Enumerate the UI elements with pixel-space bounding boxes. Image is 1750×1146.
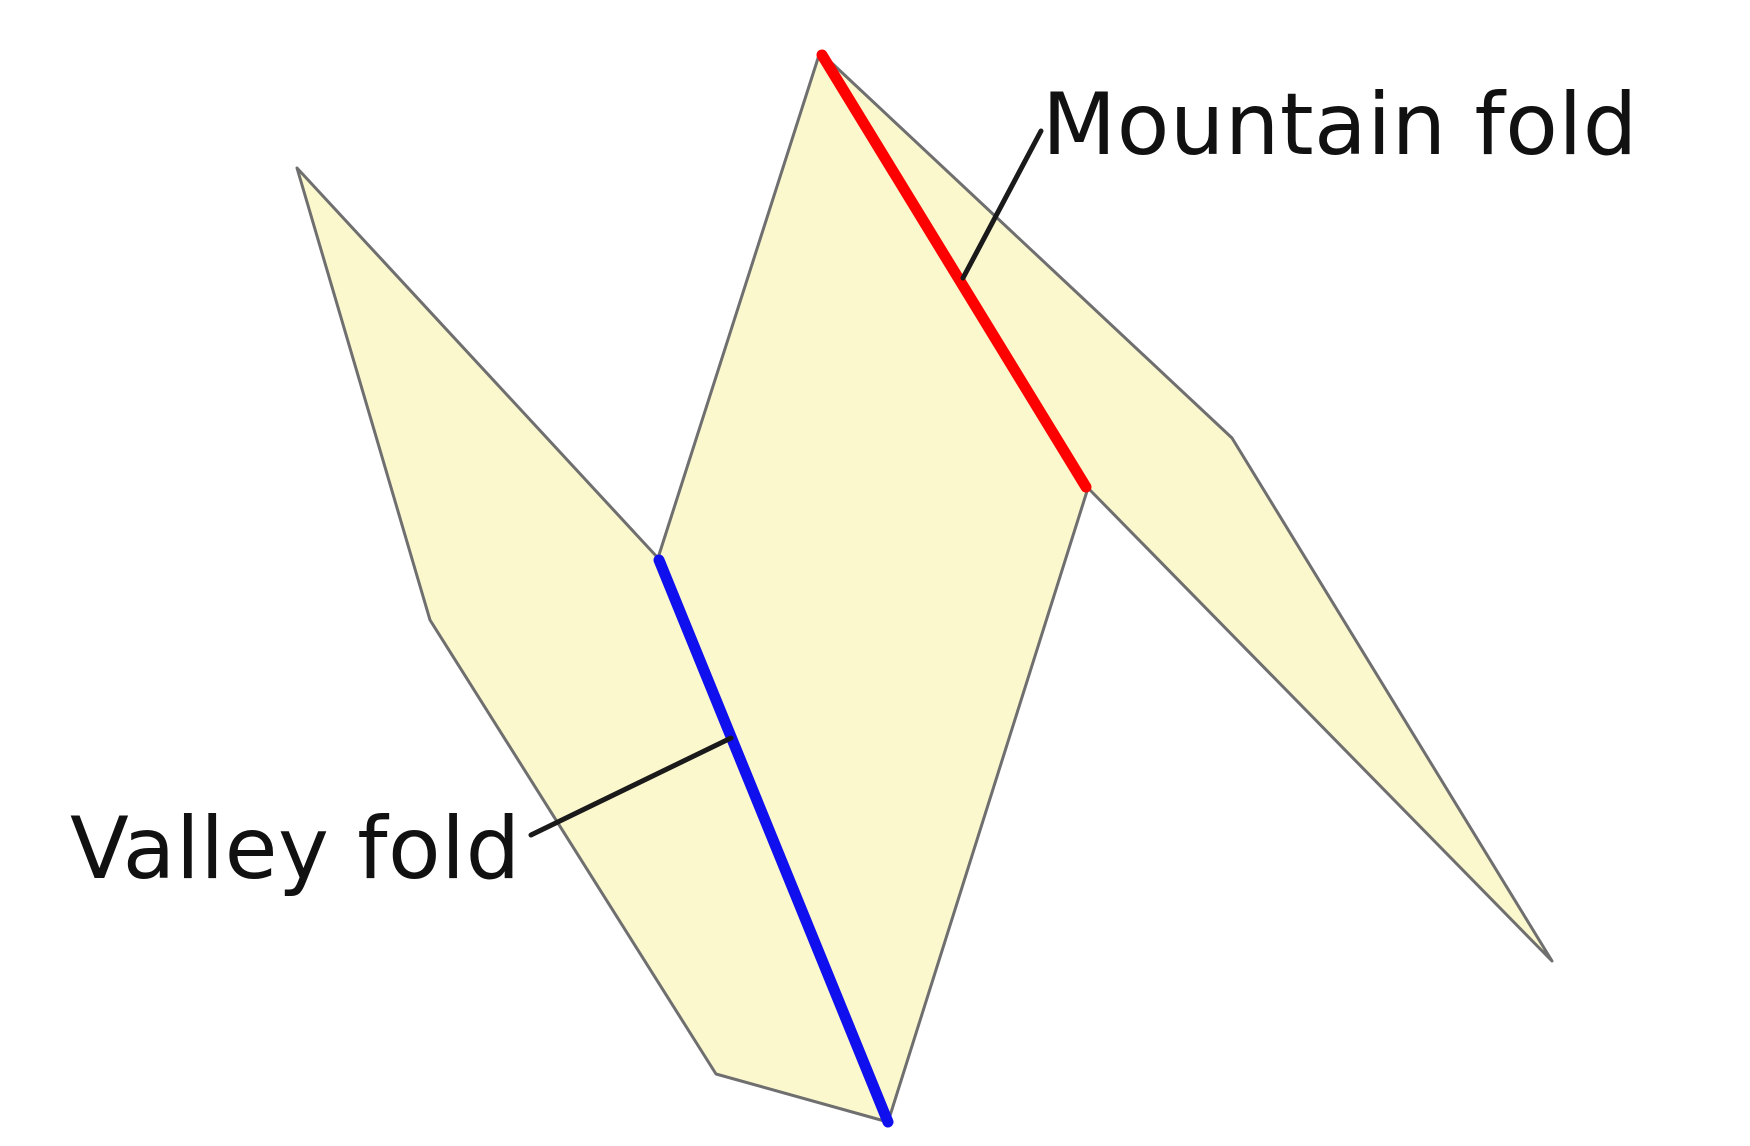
valley-fold-line	[653, 554, 894, 1128]
valley-fold-label: Valley fold	[70, 799, 521, 899]
mountain-fold-label: Mountain fold	[1042, 75, 1638, 175]
mountain-fold-line	[816, 49, 1092, 493]
valley-leader-line	[528, 735, 734, 838]
mountain-leader-line	[960, 128, 1044, 281]
paper-panel-left-flap	[295, 166, 890, 1124]
